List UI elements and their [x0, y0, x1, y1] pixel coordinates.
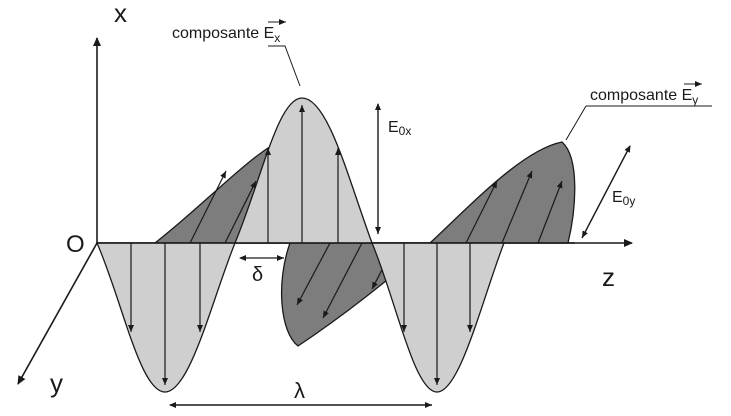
ey-arrow — [224, 180, 257, 244]
amplitude-y-label: E0y — [612, 189, 635, 208]
ex-field-arrows — [128, 105, 473, 385]
component-x-label: composante Ex — [172, 25, 280, 45]
amplitude-x-symbol: E — [388, 119, 399, 136]
ex-lobe-negative-2 — [371, 242, 505, 393]
wavelength-label: λ — [294, 378, 305, 403]
amplitude-x-sub: 0x — [399, 124, 412, 138]
ey-arrow — [322, 242, 363, 319]
component-x-sub: x — [274, 31, 280, 45]
y-axis — [17, 242, 98, 385]
component-y-leader — [565, 105, 712, 141]
phase-shift-label: δ — [252, 264, 263, 286]
ey-arrow — [465, 180, 498, 244]
component-y-symbol: E — [682, 87, 693, 104]
component-x-symbol: E — [264, 25, 275, 42]
ey-arrow — [189, 170, 227, 244]
amplitude-y-arrow — [581, 145, 631, 239]
component-x-leader — [268, 45, 301, 87]
ex-lobe-negative-1 — [96, 242, 236, 393]
z-axis-label: z — [602, 262, 615, 292]
ey-lobe-positive-2 — [428, 141, 576, 244]
ey-arrow — [296, 242, 331, 306]
ex-wave — [96, 97, 505, 393]
y-axis-label: y — [50, 368, 63, 398]
x-axis-label: x — [114, 0, 127, 28]
ey-arrow — [537, 180, 563, 244]
component-y-label: composante Ey — [590, 87, 698, 107]
origin-label: O — [66, 231, 85, 258]
component-x-prefix: composante — [172, 25, 264, 42]
ey-arrow — [501, 170, 533, 244]
amplitude-x-label: E0x — [388, 119, 411, 138]
amplitude-y-sub: 0y — [623, 194, 636, 208]
component-y-prefix: composante — [590, 87, 682, 104]
amplitude-y-symbol: E — [612, 189, 623, 206]
component-y-sub: y — [692, 93, 698, 107]
